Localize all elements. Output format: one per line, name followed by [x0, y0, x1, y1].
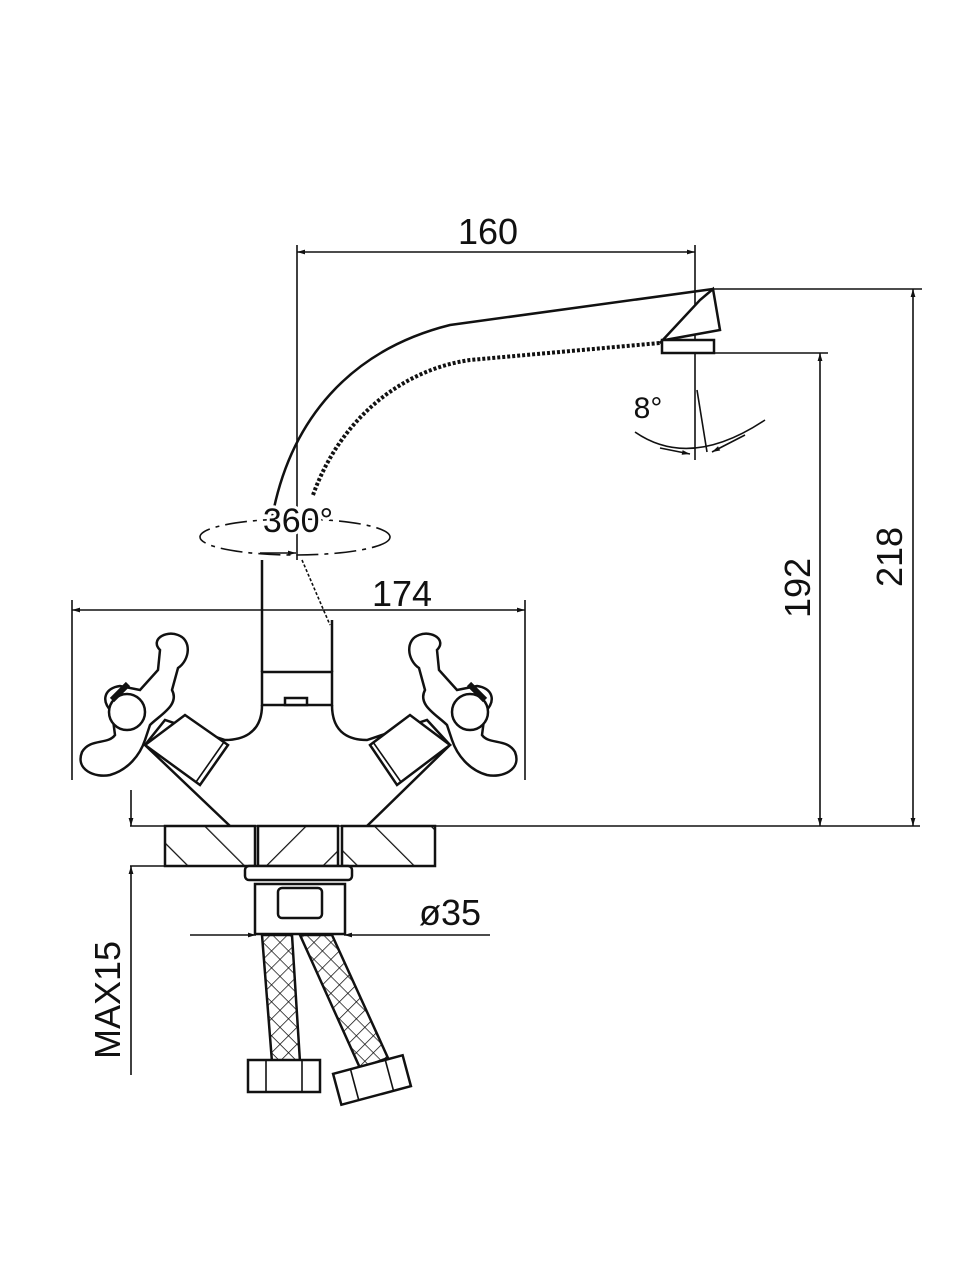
span-label: 174 [372, 573, 432, 614]
right-hose-nut [331, 1053, 413, 1107]
countertop-section [130, 824, 920, 868]
height-dimensions: 192 218 [712, 288, 922, 826]
mounting-fitting [243, 864, 354, 936]
faucet-body [142, 559, 453, 827]
diameter-label: ø35 [419, 892, 481, 933]
reach-dimension: 160 [296, 211, 696, 560]
tilt-angle-indicator: 8° [634, 389, 766, 455]
countertop-thickness-dimension: MAX15 [87, 790, 134, 1075]
supply-hoses [246, 933, 413, 1107]
left-hose-nut [246, 1058, 322, 1094]
swivel-label: 360° [263, 502, 333, 540]
max-thickness-label: MAX15 [87, 941, 128, 1059]
left-cross-handle [79, 632, 189, 777]
swivel-indicator: 360° [199, 499, 391, 556]
reach-label: 160 [458, 211, 518, 252]
handle-span-dimension: 174 [71, 573, 526, 780]
spout [270, 286, 722, 519]
outlet-height-label: 192 [777, 558, 818, 618]
right-cross-handle [408, 632, 518, 777]
total-height-label: 218 [869, 527, 910, 587]
diameter-dimension: ø35 [190, 892, 490, 938]
tilt-label: 8° [634, 392, 663, 425]
